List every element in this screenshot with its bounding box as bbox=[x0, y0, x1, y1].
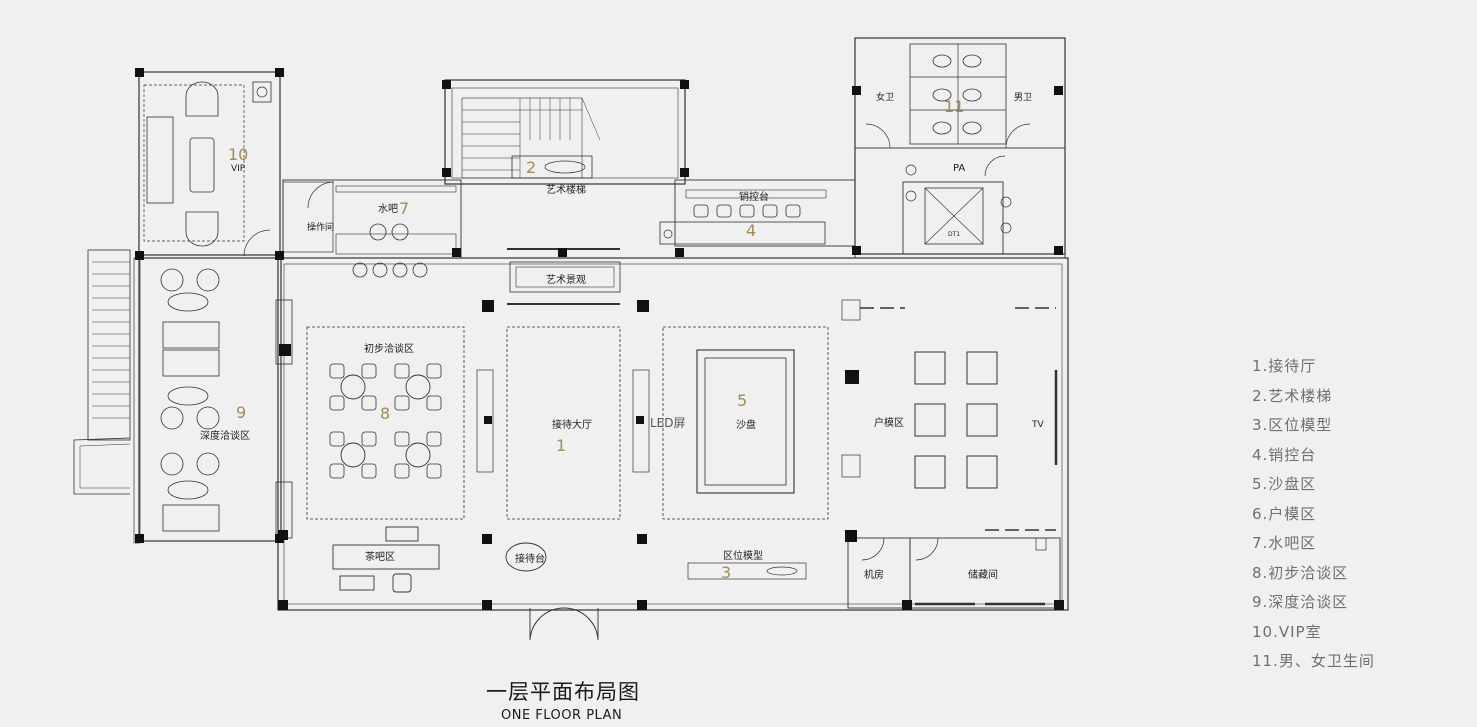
label-tv: TV bbox=[1031, 420, 1044, 430]
legend-item: 9.深度洽谈区 bbox=[1252, 593, 1349, 611]
plan-subtitle: ONE FLOOR PLAN bbox=[501, 708, 623, 723]
label-mens-wc: 男卫 bbox=[1014, 92, 1032, 103]
plan-title: 一层平面布局图 bbox=[486, 680, 640, 704]
structural-columns bbox=[135, 68, 1064, 610]
area-number-9: 9 bbox=[236, 403, 246, 422]
legend-item: 10.VIP室 bbox=[1252, 622, 1322, 641]
room-labels: 接待大厅 艺术楼梯 销控台 水吧 操作间 沙盘 LED屏 户模区 TV 初步洽谈… bbox=[200, 91, 1044, 581]
area-number-7: 7 bbox=[399, 199, 409, 218]
label-sales-desk: 销控台 bbox=[739, 190, 769, 203]
label-art-feature: 艺术景观 bbox=[546, 274, 586, 286]
legend-item: 2.艺术楼梯 bbox=[1252, 386, 1333, 405]
sand-table-zone bbox=[662, 326, 829, 520]
label-location-model: 区位模型 bbox=[723, 549, 763, 562]
label-front-desk: 接待台 bbox=[515, 552, 545, 565]
legend-item: 7.水吧区 bbox=[1252, 534, 1317, 552]
walls bbox=[73, 37, 1069, 641]
legend-item: 11.男、女卫生间 bbox=[1252, 652, 1375, 670]
area-number-5: 5 bbox=[737, 391, 747, 410]
area-number-3: 3 bbox=[721, 563, 731, 582]
label-operation-room: 操作间 bbox=[307, 221, 334, 233]
label-initial-talk: 初步洽谈区 bbox=[364, 342, 414, 355]
label-vip: VIP bbox=[231, 164, 246, 174]
stair-well bbox=[444, 79, 686, 185]
legend-item: 5.沙盘区 bbox=[1252, 475, 1317, 493]
sand-table bbox=[696, 349, 795, 494]
label-unit-model: 户模区 bbox=[874, 416, 904, 429]
legend-item: 6.户模区 bbox=[1252, 504, 1317, 523]
area-number-4: 4 bbox=[746, 221, 756, 240]
area-number-11: 11 bbox=[944, 97, 964, 116]
label-tea-bar: 茶吧区 bbox=[365, 550, 395, 563]
area-numbers: 1 2 3 4 5 7 8 9 10 11 bbox=[228, 97, 964, 582]
reception-zone bbox=[506, 326, 621, 520]
label-art-stairs: 艺术楼梯 bbox=[546, 183, 586, 196]
deep-talk-wall bbox=[138, 254, 282, 542]
legend-item: 8.初步洽谈区 bbox=[1252, 563, 1349, 582]
label-elevator: DT1 bbox=[948, 231, 960, 238]
label-water-bar: 水吧 bbox=[378, 203, 398, 215]
initial-talk-zone bbox=[306, 326, 465, 520]
outer-wall bbox=[277, 257, 1069, 611]
legend: 1.接待厅 2.艺术楼梯 3.区位模型 4.销控台 5.沙盘区 6.户模区 7.… bbox=[1252, 352, 1375, 677]
label-pa: PA bbox=[953, 163, 965, 174]
label-sand-table: 沙盘 bbox=[736, 418, 756, 431]
area-number-8: 8 bbox=[380, 404, 390, 423]
vip-room-wall bbox=[138, 71, 281, 259]
label-womens-wc: 女卫 bbox=[876, 91, 894, 103]
label-storage: 储藏间 bbox=[968, 568, 998, 581]
area-number-10: 10 bbox=[228, 145, 248, 164]
legend-item: 1.接待厅 bbox=[1252, 357, 1317, 375]
area-number-2: 2 bbox=[526, 158, 536, 177]
label-machine-room: 机房 bbox=[864, 568, 884, 581]
label-led-screen: LED屏 bbox=[650, 416, 686, 430]
legend-item: 3.区位模型 bbox=[1252, 416, 1333, 434]
label-deep-talk: 深度洽谈区 bbox=[200, 429, 250, 442]
area-number-1: 1 bbox=[556, 436, 566, 455]
label-reception: 接待大厅 bbox=[552, 418, 592, 431]
legend-item: 4.销控台 bbox=[1252, 445, 1317, 464]
